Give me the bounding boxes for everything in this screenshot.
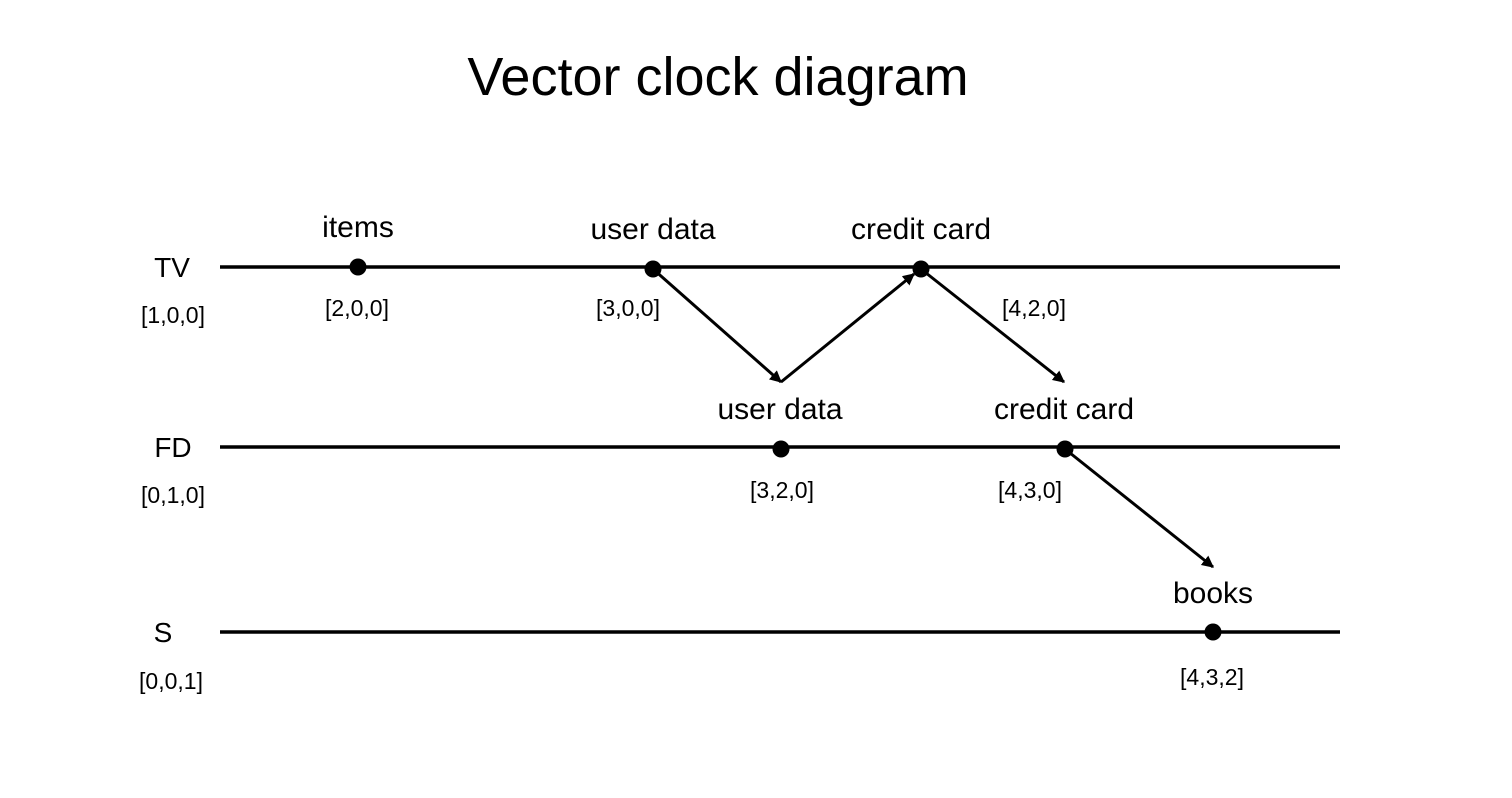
event-label-tv-credit-card: credit card (851, 213, 991, 246)
initial-clock-s: [0,0,1] (139, 668, 203, 694)
event-dot-tv-items (349, 258, 367, 276)
message-arrow-fd-to-s-books (1064, 447, 1214, 569)
event-label-fd-credit-card: credit card (994, 393, 1134, 426)
message-arrow-tv-to-fd-credit-card (920, 267, 1065, 384)
event-dot-tv-credit-card (912, 260, 930, 278)
event-dot-fd-credit-card (1056, 440, 1074, 458)
event-label-s-books: books (1173, 577, 1253, 610)
event-dot-s-books (1204, 623, 1222, 641)
event-label-fd-user-data: user data (717, 393, 842, 426)
process-label-tv: TV (154, 252, 190, 283)
event-clock-fd-user-data: [3,2,0] (750, 477, 814, 503)
event-clock-fd-credit-card: [4,3,0] (998, 477, 1062, 503)
diagram-title: Vector clock diagram (467, 47, 968, 107)
event-clock-tv-items: [2,0,0] (325, 295, 389, 321)
event-clock-tv-user-data: [3,0,0] (596, 295, 660, 321)
process-label-fd: FD (154, 432, 191, 463)
message-arrow-tv-to-fd-user-data (652, 267, 782, 384)
event-label-tv-user-data: user data (590, 213, 715, 246)
event-dot-fd-user-data (772, 440, 790, 458)
event-clock-s-books: [4,3,2] (1180, 664, 1244, 690)
initial-clock-tv: [1,0,0] (141, 302, 205, 328)
initial-clock-fd: [0,1,0] (141, 482, 205, 508)
event-clock-tv-credit-card: [4,2,0] (1002, 295, 1066, 321)
event-dot-tv-user-data (644, 260, 662, 278)
event-label-tv-items: items (322, 211, 394, 244)
process-label-s: S (154, 617, 173, 648)
message-arrow-fd-to-tv-credit-card (780, 272, 915, 384)
